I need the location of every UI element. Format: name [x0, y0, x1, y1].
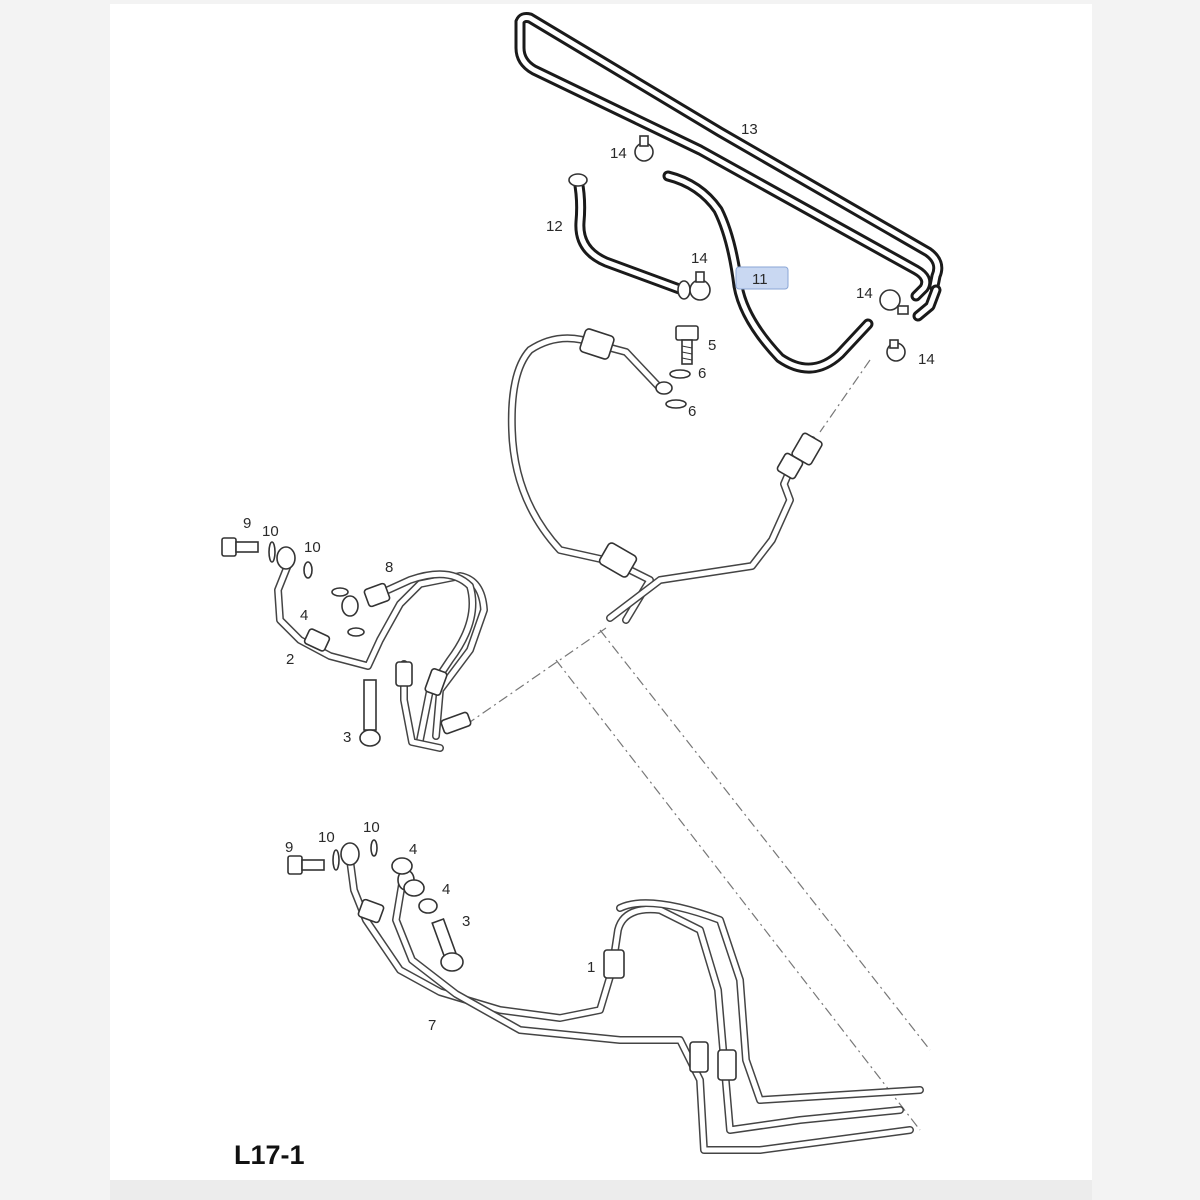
callout-9b[interactable]: 9 — [285, 839, 293, 856]
callout-10c[interactable]: 10 — [318, 829, 335, 846]
part-13-return-hose[interactable] — [514, 12, 944, 322]
callout-10b[interactable]: 10 — [304, 539, 321, 556]
diagram-sheet — [110, 4, 1092, 1180]
callout-9a[interactable]: 9 — [243, 515, 251, 532]
part-12-hose[interactable] — [568, 173, 691, 300]
callout-4a[interactable]: 4 — [300, 607, 308, 624]
callout-8[interactable]: 8 — [385, 559, 393, 576]
callout-6b[interactable]: 6 — [688, 403, 696, 420]
part-3-bolt-upper[interactable] — [359, 679, 381, 747]
callout-14b[interactable]: 14 — [691, 250, 708, 267]
callout-3a[interactable]: 3 — [343, 729, 351, 746]
hose-clamp-14b[interactable] — [689, 271, 711, 301]
callout-2[interactable]: 2 — [286, 651, 294, 668]
callout-14a[interactable]: 14 — [610, 145, 627, 162]
diagram-code-label: L17-1 — [234, 1140, 305, 1170]
part-4-washers-lower[interactable] — [391, 857, 438, 914]
callout-11-highlight — [735, 266, 789, 290]
part-6-washer-a[interactable] — [669, 369, 691, 379]
callout-1[interactable]: 1 — [587, 959, 595, 976]
part-10-washer-upper-a[interactable] — [268, 541, 276, 563]
feed-pipe-upper[interactable] — [606, 432, 823, 622]
part-3-bolt-lower[interactable] — [431, 918, 464, 972]
part-5-bolt[interactable] — [675, 325, 699, 365]
part-9-bolt-upper[interactable] — [221, 537, 259, 557]
callout-7[interactable]: 7 — [428, 1017, 436, 1034]
hose-clamp-14d[interactable] — [886, 339, 906, 362]
high-pressure-hose[interactable] — [507, 328, 673, 624]
middle-pipe-assembly[interactable] — [274, 546, 488, 752]
part-4-washers-upper[interactable] — [331, 587, 365, 637]
callout-13[interactable]: 13 — [741, 121, 758, 138]
callout-14d[interactable]: 14 — [918, 351, 935, 368]
hose-clamp-14a[interactable] — [634, 135, 654, 162]
part-6-washer-b[interactable] — [665, 399, 687, 409]
part-10-washer-lower-a[interactable] — [332, 849, 340, 871]
callout-14c[interactable]: 14 — [856, 285, 873, 302]
callout-4c[interactable]: 4 — [442, 881, 450, 898]
callout-3b[interactable]: 3 — [462, 913, 470, 930]
footer-strip — [110, 1180, 1092, 1200]
callout-12[interactable]: 12 — [546, 218, 563, 235]
lower-pipe-assembly[interactable] — [340, 842, 924, 1154]
hose-clamp-14c[interactable] — [879, 289, 909, 315]
part-9-bolt-lower[interactable] — [287, 855, 325, 875]
callout-10d[interactable]: 10 — [363, 819, 380, 836]
part-10-washer-lower-b[interactable] — [370, 839, 378, 857]
callout-11[interactable]: 11 — [752, 271, 768, 288]
callout-5[interactable]: 5 — [708, 337, 716, 354]
connection-lines — [469, 359, 931, 1131]
callout-4b[interactable]: 4 — [409, 841, 417, 858]
callout-6a[interactable]: 6 — [698, 365, 706, 382]
part-10-washer-upper-b[interactable] — [303, 561, 313, 579]
callout-10a[interactable]: 10 — [262, 523, 279, 540]
